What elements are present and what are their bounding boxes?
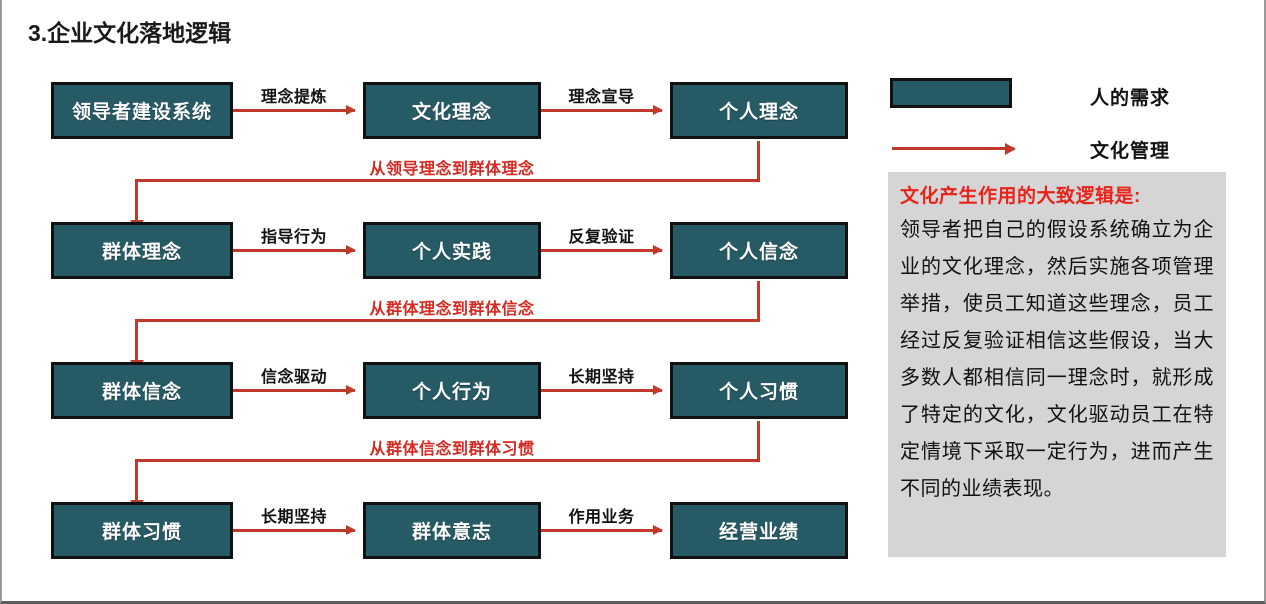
flow-node-culture-concept[interactable]: 文化理念 — [363, 82, 541, 139]
note-panel: 文化产生作用的大致逻辑是: 领导者把自己的假设系统确立为企业的文化理念，然后实施… — [888, 172, 1226, 557]
feedback-loop-0 — [129, 141, 760, 230]
feedback-loop-1-vertical-right — [757, 281, 760, 322]
edge-label-r1-c1-c2: 反复验证 — [568, 229, 635, 246]
feedback-loop-0-vertical-right — [757, 141, 760, 182]
feedback-loop-1 — [129, 281, 760, 370]
note-heading: 文化产生作用的大致逻辑是: — [900, 186, 1141, 207]
flow-node-business-performance[interactable]: 经营业绩 — [670, 502, 848, 559]
edge-label-r0-c1-c2: 理念宣导 — [568, 89, 635, 106]
flow-node-leader-system[interactable]: 领导者建设系统 — [51, 82, 233, 139]
feedback-loop-2 — [129, 421, 760, 510]
flow-arrow-r3-c0-c1 — [233, 525, 356, 535]
feedback-loop-label-2: 从群体信念到群体习惯 — [369, 441, 535, 458]
flow-node-group-habit[interactable]: 群体习惯 — [51, 502, 233, 559]
flow-node-personal-habit[interactable]: 个人习惯 — [670, 362, 848, 419]
feedback-loop-0-horizontal — [135, 179, 760, 182]
edge-label-r3-c1-c2: 作用业务 — [568, 509, 635, 526]
feedback-loop-2-vertical-right — [757, 421, 760, 462]
feedback-loop-2-vertical-left — [129, 459, 144, 510]
legend-node-label: 人的需求 — [1090, 88, 1171, 109]
legend-node-swatch — [890, 78, 1012, 108]
edge-label-r0-c0-c1: 理念提炼 — [260, 89, 327, 106]
flow-arrow-r1-c0-c1 — [233, 245, 356, 255]
note-body: 领导者把自己的假设系统确立为企业的文化理念，然后实施各项管理举措，使员工知道这些… — [900, 219, 1214, 500]
edge-label-r2-c0-c1: 信念驱动 — [260, 369, 327, 386]
flow-arrow-r1-c1-c2 — [541, 245, 663, 255]
feedback-loop-label-1: 从群体理念到群体信念 — [369, 301, 535, 318]
edge-label-r2-c1-c2: 长期坚持 — [568, 369, 635, 386]
feedback-loop-1-vertical-left — [129, 319, 144, 370]
flow-node-personal-belief[interactable]: 个人信念 — [670, 222, 848, 279]
flow-arrow-r0-c1-c2 — [541, 105, 663, 115]
flow-node-group-concept[interactable]: 群体理念 — [51, 222, 233, 279]
feedback-loop-0-vertical-left — [129, 179, 144, 230]
feedback-loop-1-horizontal — [135, 319, 760, 322]
legend-arrow-icon — [892, 142, 1016, 155]
flow-arrow-r2-c0-c1 — [233, 385, 356, 395]
flow-node-personal-practice[interactable]: 个人实践 — [363, 222, 541, 279]
flow-arrow-r3-c1-c2 — [541, 525, 663, 535]
edge-label-r3-c0-c1: 长期坚持 — [260, 509, 327, 526]
page-title: 3.企业文化落地逻辑 — [28, 20, 232, 46]
legend-arrow-label: 文化管理 — [1090, 141, 1171, 162]
flow-node-personal-behavior[interactable]: 个人行为 — [363, 362, 541, 419]
edge-label-r1-c0-c1: 指导行为 — [260, 229, 327, 246]
flow-node-personal-concept[interactable]: 个人理念 — [670, 82, 848, 139]
feedback-loop-label-0: 从领导理念到群体理念 — [369, 161, 535, 178]
flow-node-group-belief[interactable]: 群体信念 — [51, 362, 233, 419]
feedback-loop-2-horizontal — [135, 459, 760, 462]
flow-node-group-will[interactable]: 群体意志 — [363, 502, 541, 559]
flow-arrow-r2-c1-c2 — [541, 385, 663, 395]
flow-arrow-r0-c0-c1 — [233, 105, 356, 115]
